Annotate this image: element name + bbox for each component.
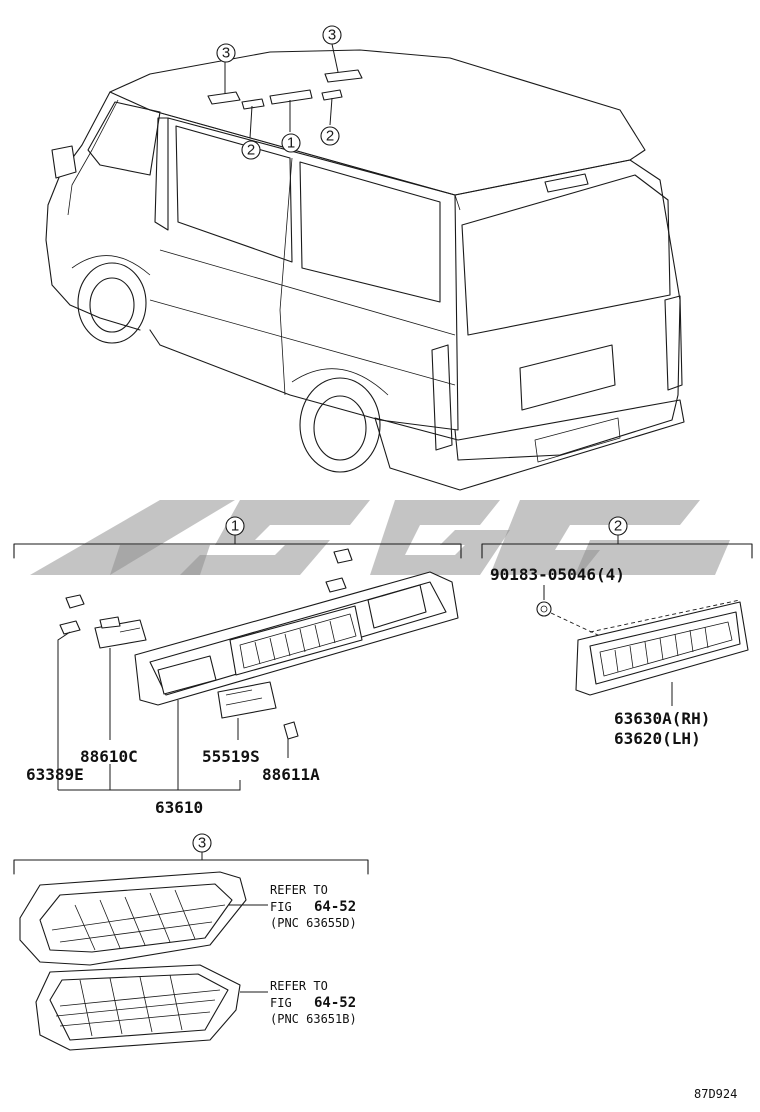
group-1-bracket (13, 535, 462, 559)
svg-text:3: 3 (328, 27, 336, 44)
callout-3-a[interactable]: 3 (216, 43, 236, 63)
refer-block-2[interactable]: REFER TO FIG 64-52 (PNC 63651B) (270, 979, 357, 1026)
label-88611A[interactable]: 88611A (262, 765, 320, 784)
group-2-bracket (481, 535, 753, 559)
callout-1-group[interactable]: 1 (225, 516, 245, 536)
label-63389E[interactable]: 63389E (26, 765, 84, 784)
nut-90183[interactable] (536, 601, 552, 617)
dome-lamp-63655D[interactable] (19, 871, 247, 966)
svg-text:2: 2 (326, 128, 334, 145)
label-63620-lh[interactable]: 63620(LH) (614, 729, 701, 748)
svg-text:64-52: 64-52 (314, 899, 356, 915)
van-callout-leaders (224, 43, 339, 139)
lens-55519S[interactable] (217, 681, 277, 719)
svg-text:(PNC 63651B): (PNC 63651B) (270, 1012, 357, 1026)
svg-text:FIG: FIG (270, 996, 292, 1010)
bulb-88611A[interactable] (283, 721, 299, 740)
callout-3-group[interactable]: 3 (192, 833, 212, 853)
svg-text:1: 1 (231, 518, 239, 535)
label-63630A-rh[interactable]: 63630A(RH) (614, 709, 710, 728)
svg-text:64-52: 64-52 (314, 995, 356, 1011)
dome-lamp-63651B[interactable] (35, 964, 241, 1051)
svg-text:REFER TO: REFER TO (270, 979, 328, 993)
lamp-assy-63630A-63620[interactable] (575, 601, 749, 696)
switch-88610C[interactable] (94, 616, 147, 649)
label-88610C[interactable]: 88610C (80, 747, 138, 766)
clip-top-2[interactable] (325, 577, 347, 593)
svg-text:FIG: FIG (270, 900, 292, 914)
svg-text:3: 3 (222, 45, 230, 62)
svg-text:2: 2 (614, 518, 622, 535)
svg-text:1: 1 (287, 135, 295, 152)
label-90183-05046[interactable]: 90183-05046(4) (490, 565, 625, 584)
clip-small-1[interactable] (65, 594, 85, 609)
group-3-bracket (13, 852, 369, 875)
svg-text:3: 3 (198, 835, 206, 852)
van-illustration (45, 49, 685, 491)
svg-text:REFER TO: REFER TO (270, 883, 328, 897)
group-1-leaders (57, 631, 289, 791)
diagram-code: 87D924 (694, 1087, 737, 1101)
watermark-logo (30, 500, 730, 575)
svg-text:(PNC 63655D): (PNC 63655D) (270, 916, 357, 930)
callout-2-b[interactable]: 2 (320, 126, 340, 146)
callout-3-b[interactable]: 3 (322, 25, 342, 45)
svg-text:2: 2 (247, 142, 255, 159)
callout-1-a[interactable]: 1 (281, 133, 301, 153)
callout-2-group[interactable]: 2 (608, 516, 628, 536)
label-55519S[interactable]: 55519S (202, 747, 260, 766)
label-63610[interactable]: 63610 (155, 798, 203, 817)
clip-top-1[interactable] (333, 548, 353, 564)
lamp-assy-63610[interactable] (134, 571, 459, 706)
clip-small-2[interactable] (59, 620, 81, 635)
callout-2-a[interactable]: 2 (241, 140, 261, 160)
refer-block-1[interactable]: REFER TO FIG 64-52 (PNC 63655D) (270, 883, 357, 930)
